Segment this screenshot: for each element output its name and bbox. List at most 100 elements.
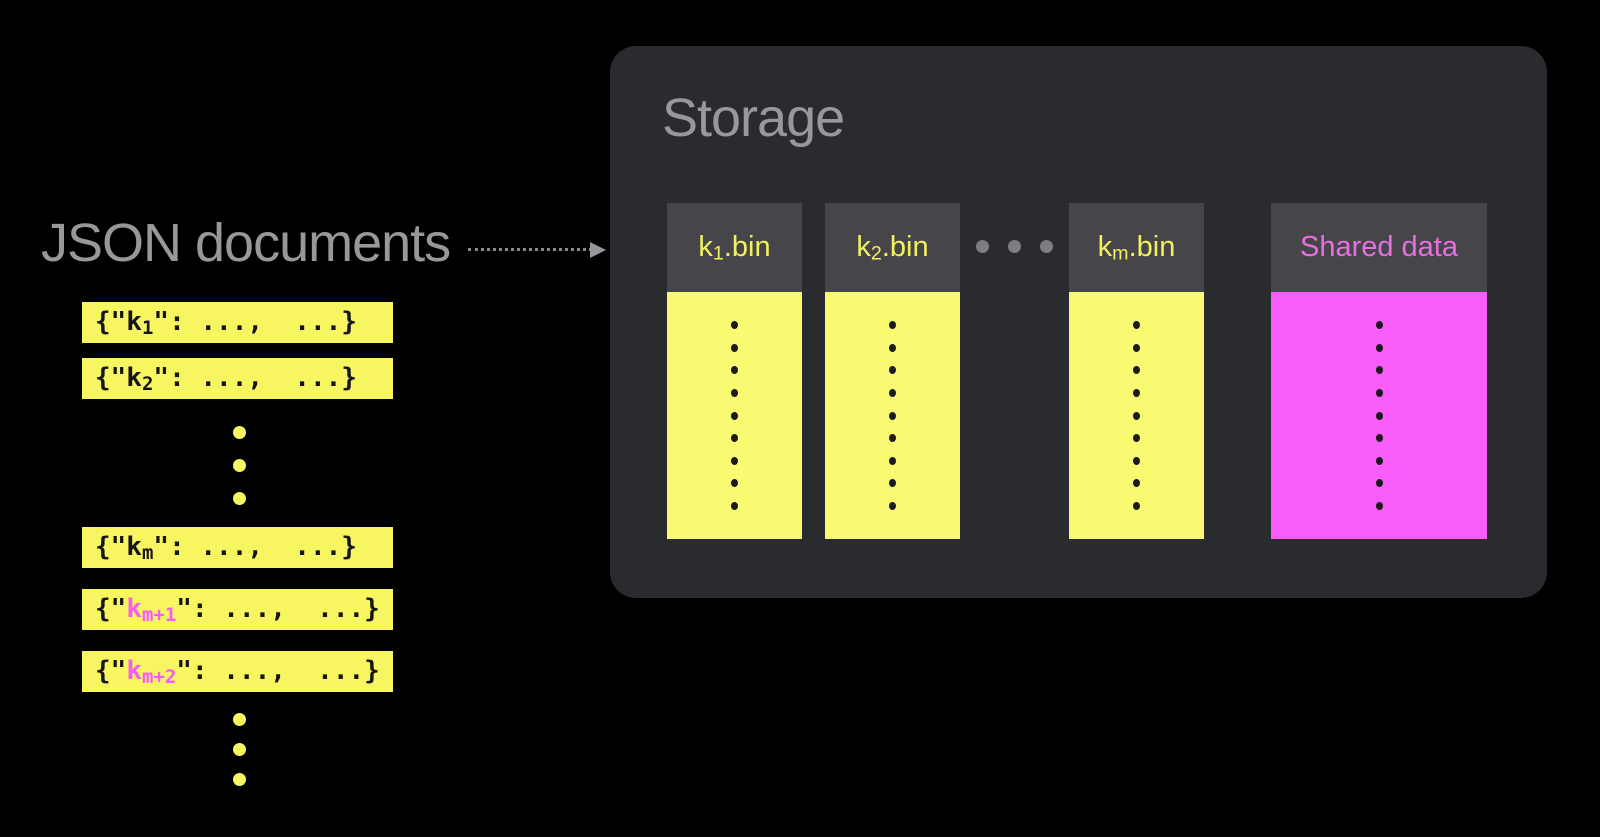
ellipsis-dot — [233, 773, 246, 786]
record-dot — [1133, 321, 1140, 330]
text-segment: ": ..., ...} — [153, 532, 357, 562]
record-dot — [1133, 366, 1140, 375]
record-dot — [731, 501, 738, 510]
text-segment: .bin — [1128, 231, 1176, 263]
record-dot — [1133, 411, 1140, 420]
text-segment: {"k — [95, 307, 142, 337]
bin-header: k2.bin — [825, 203, 960, 292]
subscript-text: m — [141, 542, 154, 564]
record-dot — [1375, 456, 1383, 465]
ellipsis-dot — [233, 459, 246, 472]
text-segment: .bin — [881, 231, 929, 263]
text-segment: .bin — [723, 231, 771, 263]
text-segment: k — [126, 594, 142, 624]
record-dot — [1133, 479, 1140, 488]
record-dot — [1375, 411, 1383, 420]
record-dot — [1375, 501, 1383, 510]
text-segment: {" — [95, 656, 127, 686]
record-dot — [1375, 321, 1383, 330]
storage-bin: km.bin — [1069, 203, 1204, 539]
bin-label: k2.bin — [856, 231, 928, 264]
record-dot — [889, 501, 896, 510]
record-dot — [1133, 343, 1140, 352]
record-dot — [889, 343, 896, 352]
subscript-text: 1 — [141, 317, 154, 339]
document-row: {"k2": ..., ...} — [82, 358, 393, 399]
storage-bin: k2.bin — [825, 203, 960, 539]
bin-header: km.bin — [1069, 203, 1204, 292]
record-dot — [731, 366, 738, 375]
record-dot — [1375, 434, 1383, 443]
arrow-head-icon — [590, 242, 606, 258]
bin-label: km.bin — [1098, 231, 1176, 264]
bin-label: k1.bin — [698, 231, 770, 264]
storage-title: Storage — [662, 88, 845, 148]
text-segment: ": ..., ...} — [153, 363, 357, 393]
arrow-dotted-line — [468, 248, 592, 251]
bin-body — [1271, 292, 1487, 539]
bin-header: Shared data — [1271, 203, 1487, 292]
record-dot — [1375, 388, 1383, 397]
record-dot — [1133, 501, 1140, 510]
text-segment: {"k — [95, 363, 142, 393]
record-dot — [889, 388, 896, 397]
record-dot — [731, 343, 738, 352]
ellipsis-dot — [1040, 240, 1053, 253]
document-row: {"km+1": ..., ...} — [82, 589, 393, 630]
record-dot — [889, 479, 896, 488]
subscript-text: m+2 — [141, 666, 177, 688]
text-segment: k — [698, 231, 713, 263]
record-dot — [731, 388, 738, 397]
record-dot — [889, 456, 896, 465]
document-row: {"km+2": ..., ...} — [82, 651, 393, 692]
storage-bin: k1.bin — [667, 203, 802, 539]
document-row: {"k1": ..., ...} — [82, 302, 393, 343]
text-segment: k — [856, 231, 871, 263]
ellipsis-dot — [233, 492, 246, 505]
bin-body — [825, 292, 960, 539]
text-segment: k — [126, 656, 142, 686]
record-dot — [1375, 479, 1383, 488]
ellipsis-dot — [1008, 240, 1021, 253]
document-ellipsis-bottom — [233, 713, 246, 786]
record-dot — [889, 366, 896, 375]
record-dot — [1133, 434, 1140, 443]
record-dot — [731, 434, 738, 443]
text-segment: {" — [95, 594, 127, 624]
storage-bin: Shared data — [1271, 203, 1487, 539]
text-segment: {"k — [95, 532, 142, 562]
record-dot — [1375, 343, 1383, 352]
bin-header: k1.bin — [667, 203, 802, 292]
ellipsis-dot — [976, 240, 989, 253]
record-dot — [731, 479, 738, 488]
bin-body — [1069, 292, 1204, 539]
text-segment: k — [1097, 231, 1113, 263]
ellipsis-dot — [233, 743, 246, 756]
text-segment: ": ..., ...} — [153, 307, 357, 337]
document-row: {"km": ..., ...} — [82, 527, 393, 568]
record-dot — [1375, 366, 1383, 375]
subscript-text: m+1 — [141, 604, 177, 626]
bin-label: Shared data — [1300, 231, 1458, 264]
record-dot — [1133, 388, 1140, 397]
json-documents-title: JSON documents — [41, 213, 451, 273]
record-dot — [889, 434, 896, 443]
text-segment: ": ..., ...} — [176, 656, 380, 686]
record-dot — [1133, 456, 1140, 465]
record-dot — [731, 456, 738, 465]
subscript-text: 2 — [870, 242, 882, 265]
ellipsis-dot — [233, 713, 246, 726]
ellipsis-dot — [233, 426, 246, 439]
record-dot — [731, 411, 738, 420]
bin-body — [667, 292, 802, 539]
subscript-text: 2 — [141, 373, 154, 395]
ellipsis-dots-horizontal — [976, 240, 1053, 253]
record-dot — [889, 321, 896, 330]
text-segment: Shared data — [1299, 231, 1458, 263]
document-ellipsis-mid — [233, 426, 246, 505]
subscript-text: 1 — [712, 242, 724, 265]
subscript-text: m — [1112, 242, 1129, 265]
text-segment: ": ..., ...} — [176, 594, 380, 624]
